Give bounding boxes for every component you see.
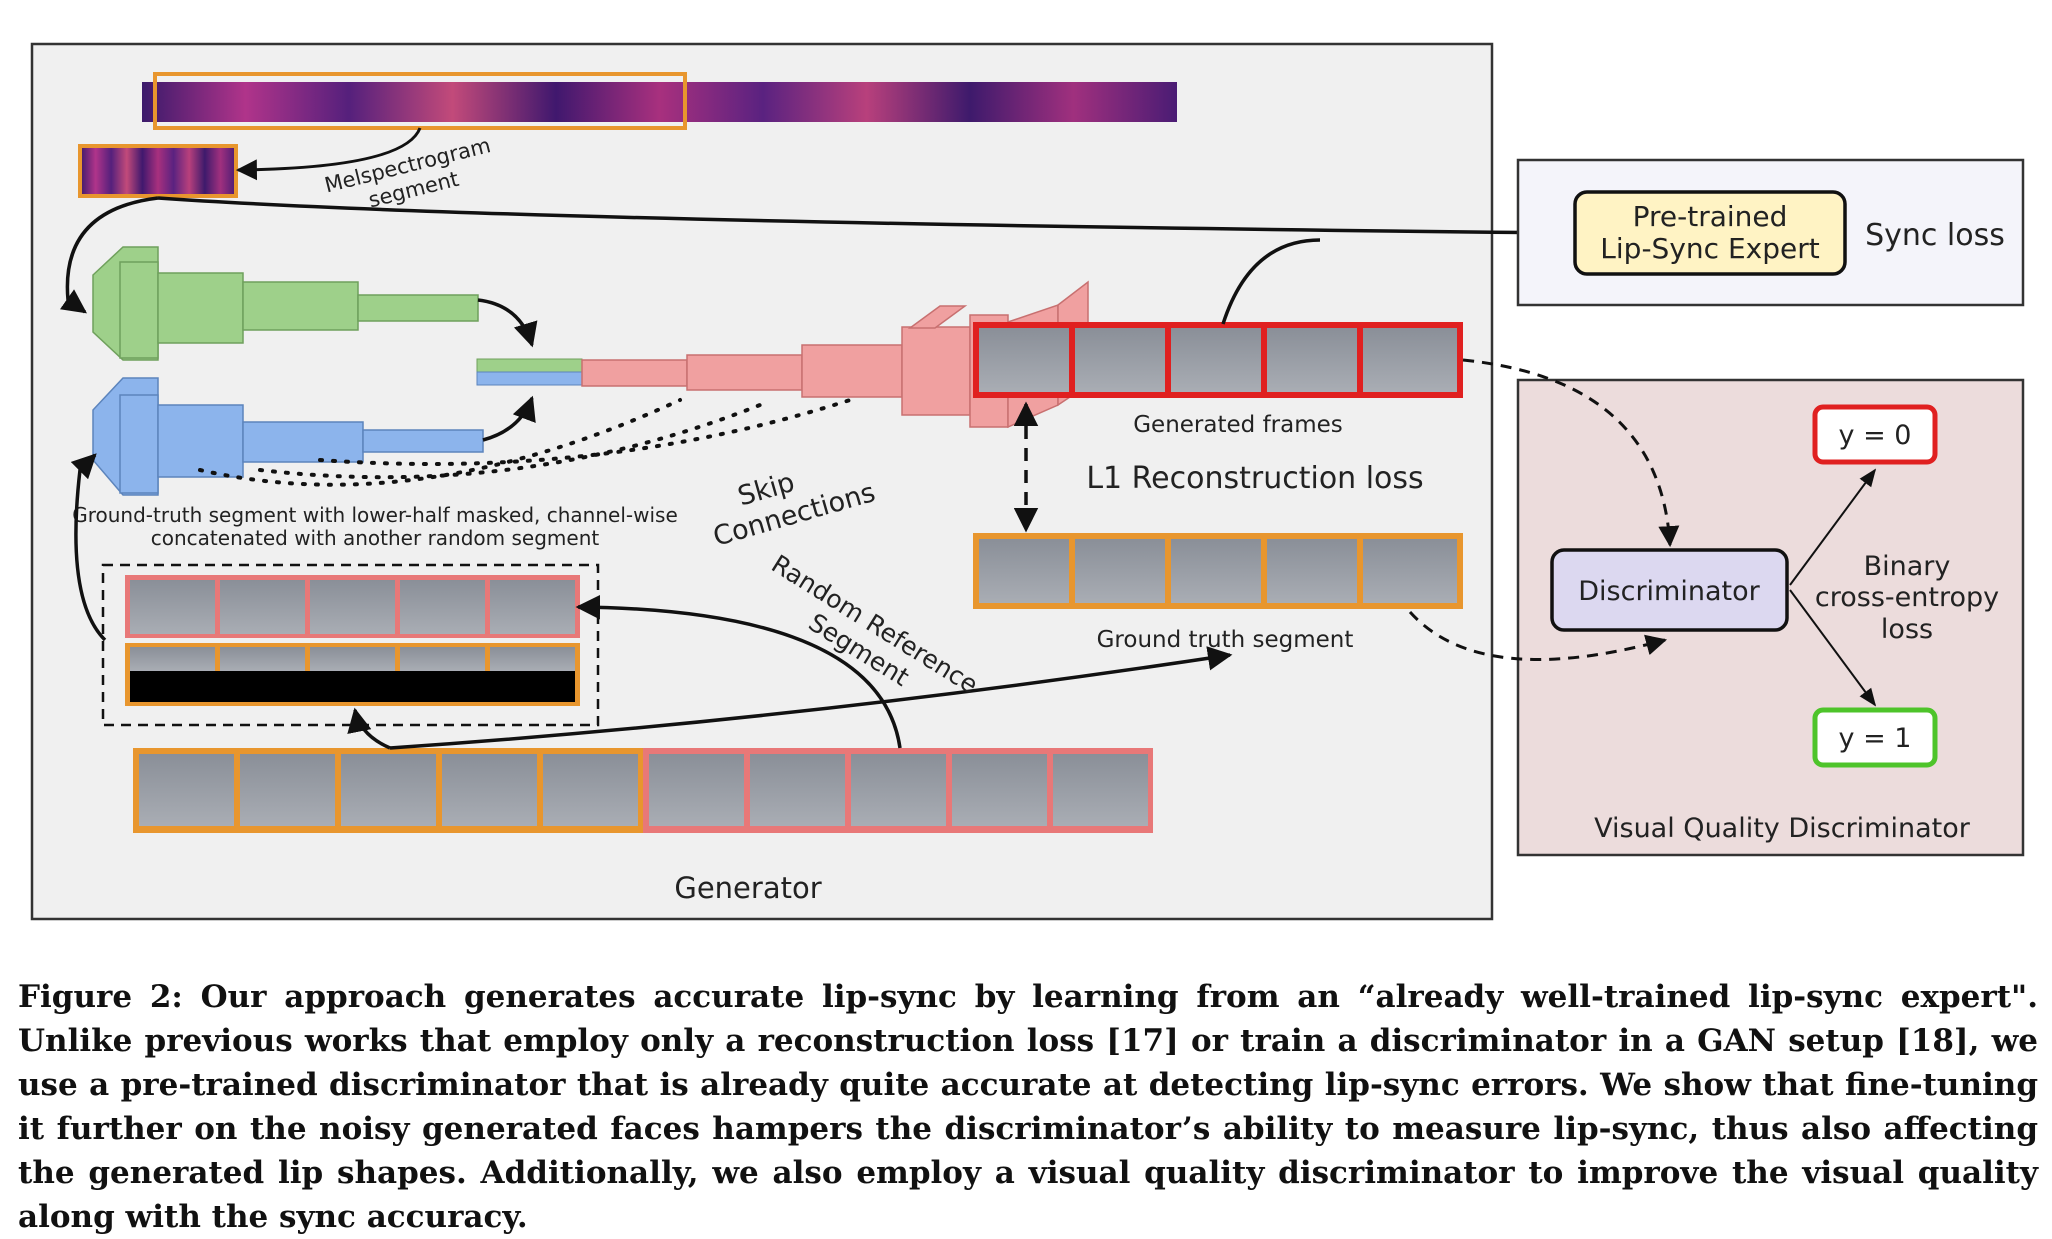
sync-loss-label: Sync loss	[1865, 218, 2005, 253]
svg-text:Lip-Sync Expert: Lip-Sync Expert	[1600, 232, 1819, 265]
y1-box	[1812, 707, 1938, 768]
skip-connections	[198, 398, 852, 487]
gt-masked-label-line1: Ground-truth segment with lower-half mas…	[72, 503, 678, 527]
ground-truth-frames-strip	[973, 533, 1463, 609]
arrow-audio-to-bottleneck	[477, 298, 538, 348]
arrow-segment-to-audio-encoder	[59, 196, 159, 314]
masked-frames-row	[125, 643, 580, 706]
lipsync-architecture-diagram: Melspectrogram segment	[30, 42, 2025, 921]
audio-encoder	[92, 246, 479, 361]
y1-label: y = 1	[1839, 723, 1912, 754]
figure-caption: Figure 2: Our approach generates accurat…	[18, 979, 2038, 1235]
vqd-label: Visual Quality Discriminator	[1594, 813, 1971, 844]
reference-frames-row	[125, 575, 580, 638]
generated-frames-label: Generated frames	[1133, 412, 1343, 438]
melspectrogram-full	[142, 72, 1177, 130]
video-strip-random-part	[643, 748, 1153, 833]
arrow-gt-to-discriminator	[1408, 610, 1668, 661]
arrow-disc-to-y1	[1789, 589, 1877, 707]
y0-box	[1812, 404, 1938, 465]
discriminator-label: Discriminator	[1578, 576, 1760, 607]
bottleneck-face	[476, 371, 583, 386]
face-encoder	[92, 377, 484, 496]
arrow-video-to-masked	[347, 707, 391, 750]
svg-text:cross-entropy: cross-entropy	[1815, 582, 1999, 613]
svg-text:loss: loss	[1881, 614, 1933, 645]
generator-label: Generator	[674, 871, 821, 905]
melspectrogram-segment	[78, 144, 238, 198]
arrow-spec-to-segment	[235, 127, 422, 181]
arrow-generated-to-discriminator	[1462, 358, 1680, 548]
arrow-face-to-bottleneck	[482, 395, 536, 442]
arrow-disc-to-y0	[1789, 468, 1877, 586]
video-strip-gt-part	[133, 748, 643, 833]
bottleneck-audio	[476, 358, 583, 373]
expert-label-line1: Pre-trained	[1633, 200, 1788, 233]
l1-loss-label: L1 Reconstruction loss	[1086, 461, 1423, 496]
y0-label: y = 0	[1839, 420, 1912, 451]
arrow-video-to-gt-segment	[389, 646, 1233, 750]
svg-text:concatenated with another rand: concatenated with another random segment	[151, 526, 600, 550]
bce-label-line1: Binary	[1864, 551, 1951, 582]
arrow-generated-to-expert	[1221, 238, 1321, 325]
arrow-segment-to-expert	[157, 196, 1573, 246]
lip-sync-expert-box	[1573, 190, 1847, 276]
generated-frames-strip	[973, 322, 1463, 398]
arrow-input-to-face-encoder	[70, 453, 107, 642]
ground-truth-segment-label: Ground truth segment	[1097, 627, 1354, 653]
discriminator-box	[1550, 548, 1789, 632]
arrow-random-to-reference	[575, 594, 902, 749]
